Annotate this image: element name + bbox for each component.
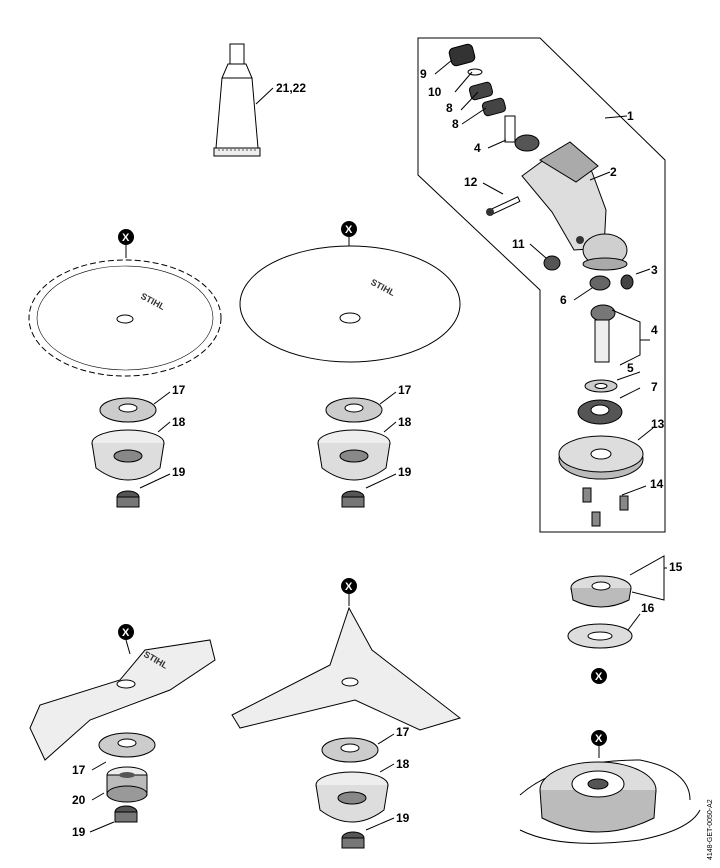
gearbox-group-outline [417,37,666,533]
circular-saw-blade: STIHL [28,259,222,377]
label-7: 7 [651,380,658,394]
label-17b: 17 [398,383,412,397]
line-trimmer-head [519,759,701,844]
label-4a: 4 [474,141,481,155]
label-20: 20 [72,793,86,807]
gearbox-labels: 9 10 8 8 4 1 2 12 11 3 6 4 5 7 13 14 [420,67,665,491]
marker-x-mowing-head: X [591,668,607,684]
grease-tube [213,43,261,157]
marker-x-brush-disk: X [341,221,357,237]
label-16: 16 [641,601,655,615]
label-19c: 19 [72,825,86,839]
label-18a: 18 [172,415,186,429]
label-11: 11 [512,237,525,251]
marker-x-brush-knife: X [118,624,134,640]
gearbox-parts [448,43,644,527]
svg-text:X: X [595,733,603,745]
label-12: 12 [464,175,478,189]
label-19d: 19 [396,811,410,825]
label-17d: 17 [396,725,410,739]
svg-text:X: X [595,671,603,683]
label-18b: 18 [398,415,412,429]
label-1: 1 [627,109,634,123]
brush-knife-disk: STIHL [239,245,461,363]
label-13: 13 [651,417,665,431]
label-19b: 19 [398,465,412,479]
svg-text:X: X [345,224,353,236]
svg-text:X: X [122,232,130,244]
label-10: 10 [428,85,442,99]
marker-x-3-tooth-blade: X [341,578,357,594]
svg-text:X: X [345,581,353,593]
marker-x-saw-blade: X [118,229,134,245]
label-17c: 17 [72,763,86,777]
mowing-head-assembly [567,575,633,649]
label-tube: 21,22 [276,81,306,95]
label-3: 3 [651,263,658,277]
label-8b: 8 [452,117,459,131]
hardware-stack-d [315,737,389,849]
label-5: 5 [627,361,634,375]
grass-brush-knife: STIHL [29,639,216,761]
three-tooth-blade [231,606,462,731]
hardware-stack-c [98,732,156,823]
marker-x-trimmer-head: X [591,730,607,746]
label-4b: 4 [651,323,658,337]
label-19a: 19 [172,465,186,479]
label-6: 6 [560,293,567,307]
label-2: 2 [610,165,617,179]
label-15: 15 [669,560,683,574]
label-9: 9 [420,67,427,81]
label-8a: 8 [446,101,453,115]
label-18d: 18 [396,757,410,771]
hardware-stack-b [317,397,391,508]
label-17a: 17 [172,383,186,397]
svg-text:X: X [122,627,130,639]
hardware-stack-a [91,397,165,508]
drawing-code: 4148-GET-0050-A2 [707,799,714,860]
label-14: 14 [650,477,664,491]
